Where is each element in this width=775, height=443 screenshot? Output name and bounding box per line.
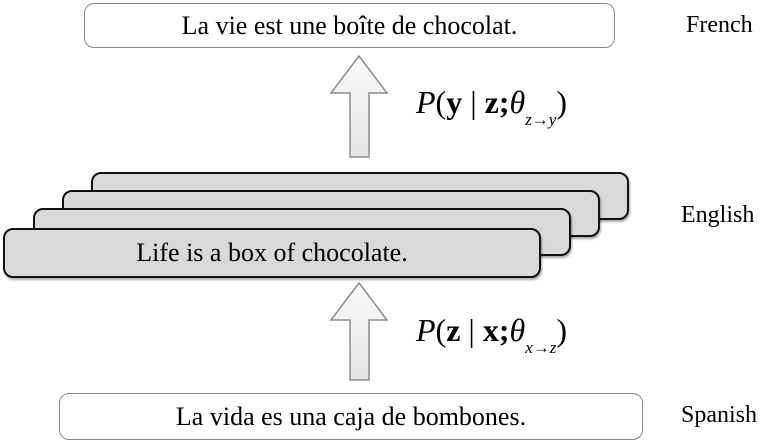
spanish-sentence-box: La vida es una caja de bombones. xyxy=(59,393,643,440)
spanish-sentence: La vida es una caja de bombones. xyxy=(175,401,527,431)
english-sentence-box: Life is a box of chocolate. xyxy=(3,228,541,278)
formula-y-given-z: P(y | z;θz→y) xyxy=(416,84,568,129)
english-label: English xyxy=(681,202,755,228)
french-label: French xyxy=(686,12,753,38)
french-sentence: La vie est une boîte de chocolat. xyxy=(181,10,518,40)
french-sentence-box: La vie est une boîte de chocolat. xyxy=(84,3,615,48)
up-arrow-icon-bottom xyxy=(329,281,389,381)
english-sentence: Life is a box of chocolate. xyxy=(136,238,408,267)
up-arrow-icon-top xyxy=(329,54,389,158)
formula-z-given-x: P(z | x;θx→z) xyxy=(416,312,568,357)
spanish-label: Spanish xyxy=(681,402,758,428)
